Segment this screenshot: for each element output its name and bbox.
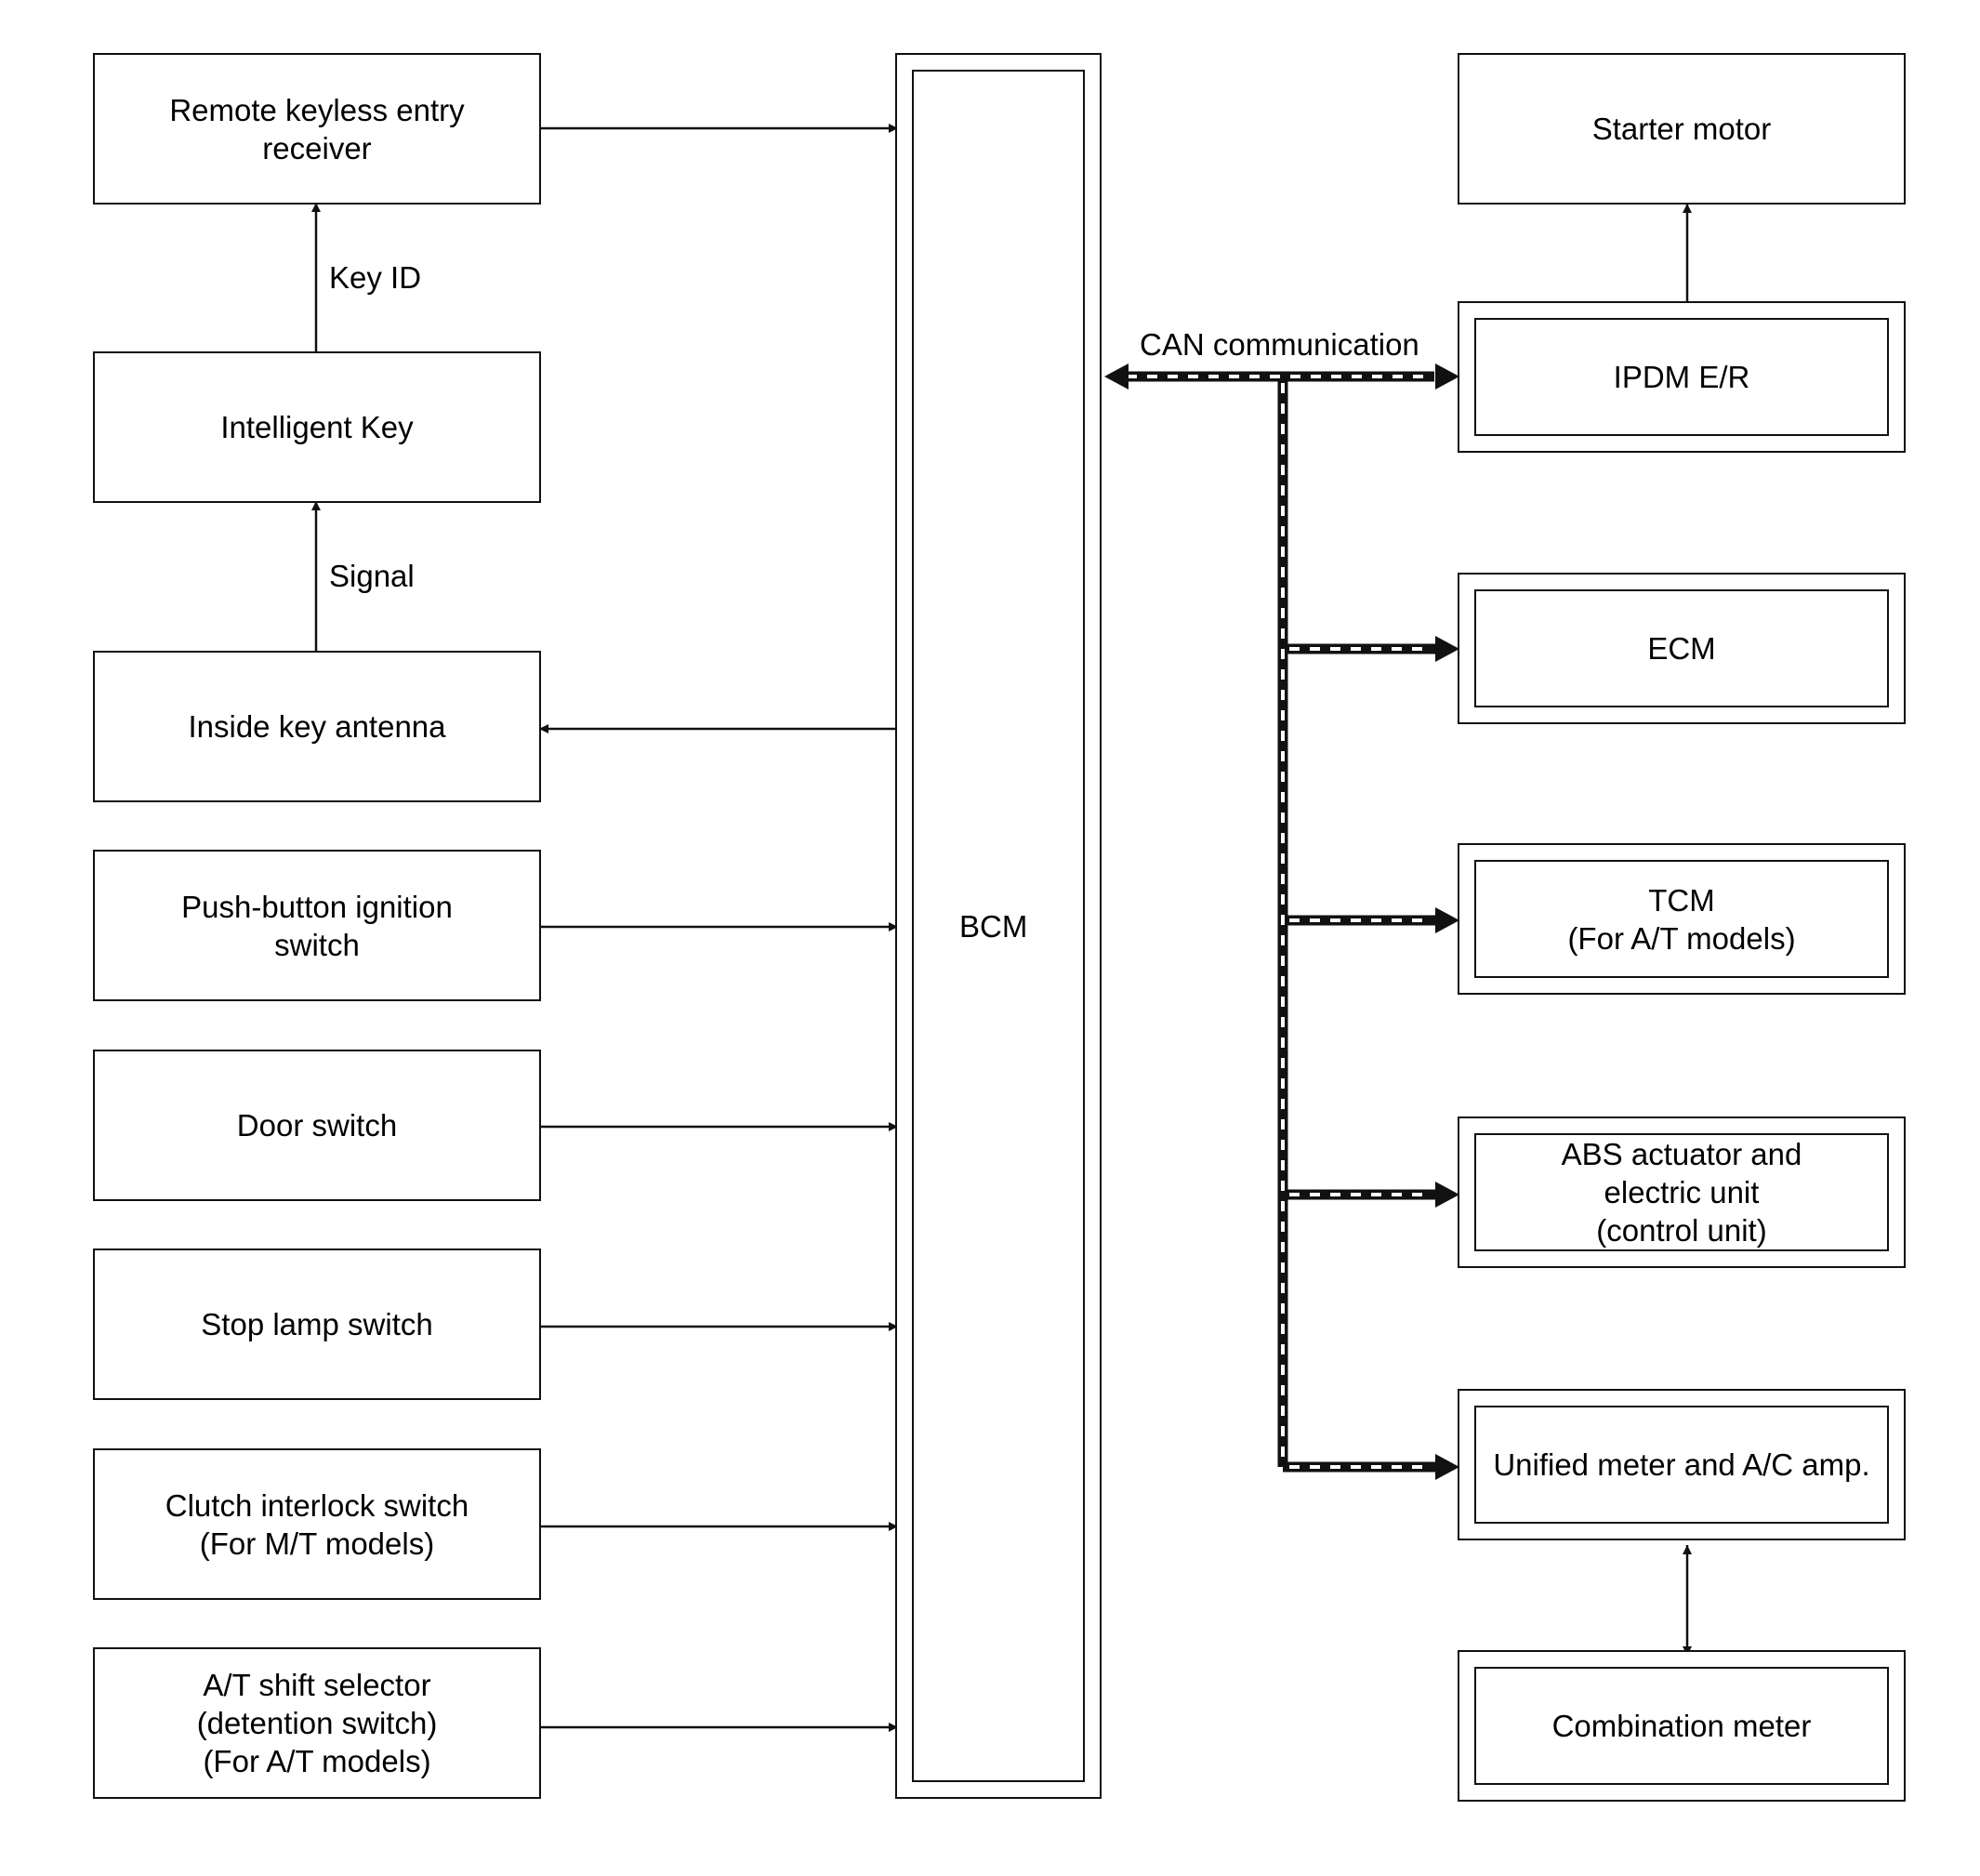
intelligent-key-box: Intelligent Key — [93, 351, 541, 503]
ipdm-er-box: IPDM E/R — [1458, 301, 1906, 453]
push-button-ignition-switch-box: Push-button ignition switch — [93, 850, 541, 1001]
door-switch-box: Door switch — [93, 1050, 541, 1201]
bcm-box — [895, 53, 1102, 1799]
abs-actuator-label: ABS actuator and electric unit (control … — [1561, 1137, 1802, 1248]
can-communication-label: CAN communication — [1140, 327, 1419, 362]
push-button-ignition-switch-label: Push-button ignition switch — [181, 889, 453, 962]
remote-keyless-entry-receiver-box: Remote keyless entry receiver — [93, 53, 541, 205]
inside-key-antenna-box: Inside key antenna — [93, 651, 541, 802]
ipdm-er-inner: IPDM E/R — [1474, 318, 1889, 436]
unified-meter-label: Unified meter and A/C amp. — [1493, 1447, 1870, 1482]
abs-actuator-inner: ABS actuator and electric unit (control … — [1474, 1133, 1889, 1251]
bcm-inner-border — [912, 70, 1085, 1782]
at-shift-selector-box: A/T shift selector (detention switch) (F… — [93, 1647, 541, 1799]
can-arrow-unified — [1435, 1454, 1459, 1480]
remote-keyless-entry-receiver-label: Remote keyless entry receiver — [169, 92, 465, 165]
ipdm-er-label: IPDM E/R — [1613, 360, 1750, 394]
ecm-inner: ECM — [1474, 589, 1889, 707]
tcm-box: TCM (For A/T models) — [1458, 843, 1906, 995]
stop-lamp-switch-label: Stop lamp switch — [201, 1307, 433, 1341]
signal-label: Signal — [329, 559, 415, 593]
can-bus — [1104, 363, 1459, 1480]
ecm-box: ECM — [1458, 573, 1906, 724]
bcm-label: BCM — [959, 909, 1028, 944]
stop-lamp-switch-box: Stop lamp switch — [93, 1248, 541, 1400]
clutch-interlock-switch-box: Clutch interlock switch (For M/T models) — [93, 1448, 541, 1600]
can-arrow-ecm — [1435, 636, 1459, 662]
unified-meter-inner: Unified meter and A/C amp. — [1474, 1406, 1889, 1524]
can-arrow-ipdm — [1435, 363, 1459, 390]
tcm-label: TCM (For A/T models) — [1567, 882, 1796, 956]
tcm-inner: TCM (For A/T models) — [1474, 860, 1889, 978]
intelligent-key-label: Intelligent Key — [220, 410, 414, 444]
key-id-label: Key ID — [329, 260, 422, 295]
can-arrow-abs — [1435, 1182, 1459, 1208]
ecm-label: ECM — [1647, 631, 1716, 666]
inside-key-antenna-label: Inside key antenna — [188, 709, 446, 744]
unified-meter-box: Unified meter and A/C amp. — [1458, 1389, 1906, 1540]
abs-actuator-box: ABS actuator and electric unit (control … — [1458, 1116, 1906, 1268]
combination-meter-inner: Combination meter — [1474, 1667, 1889, 1785]
can-arrow-bcm — [1104, 363, 1129, 390]
at-shift-selector-label: A/T shift selector (detention switch) (F… — [196, 1668, 438, 1778]
door-switch-label: Door switch — [236, 1108, 398, 1143]
combination-meter-box: Combination meter — [1458, 1650, 1906, 1802]
starter-motor-label: Starter motor — [1591, 112, 1772, 146]
can-arrow-tcm — [1435, 907, 1459, 933]
starter-motor-box: Starter motor — [1458, 53, 1906, 205]
clutch-interlock-switch-label: Clutch interlock switch (For M/T models) — [165, 1487, 469, 1561]
combination-meter-label: Combination meter — [1551, 1709, 1812, 1743]
